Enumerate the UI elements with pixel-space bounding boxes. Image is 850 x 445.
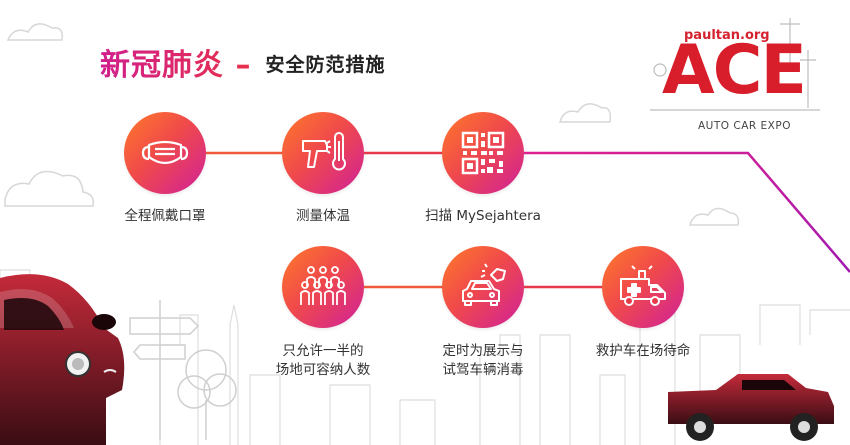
- step-temperature-label: 测量体温: [296, 208, 350, 224]
- red-pickup-truck: [668, 374, 834, 441]
- tree: [177, 349, 237, 440]
- ace-logo: paultan.org ACE AUTO CAR EXPO: [640, 10, 830, 135]
- logo-tagline: AUTO CAR EXPO: [698, 120, 791, 132]
- step-capacity-label-line2: 场地可容纳人数: [275, 362, 371, 378]
- page-title: 新冠肺炎 – 安全防范措施: [100, 40, 385, 84]
- step-sanitize-label-line1: 定时为展示与: [442, 343, 524, 359]
- ambulance-icon: [620, 265, 666, 306]
- signpost: [129, 300, 200, 440]
- step-sanitize-label: 定时为展示与 试驾车辆消毒: [416, 342, 550, 380]
- thermometer-gun-icon: [302, 132, 346, 171]
- face-mask-icon: [141, 140, 189, 165]
- step-sanitize-label-line2: 试驾车辆消毒: [442, 362, 524, 378]
- logo-decoration: [650, 18, 820, 111]
- step-sanitize: [442, 246, 524, 328]
- red-car: [0, 274, 125, 445]
- car-sanitize-icon: [462, 263, 506, 306]
- step-capacity-label: 只允许一半的 场地可容纳人数: [256, 342, 390, 380]
- crowd-icon: [300, 266, 346, 305]
- step-mask-label: 全程佩戴口罩: [124, 208, 206, 224]
- step-mask: [124, 112, 206, 194]
- title-sub: 安全防范措施: [265, 54, 386, 76]
- qr-code-icon: [461, 131, 505, 175]
- cloud-icon: [4, 23, 740, 226]
- step-ambulance: [602, 246, 684, 328]
- step-qr: [442, 112, 524, 194]
- step-qr-label: 扫描 MySejahtera: [425, 208, 541, 224]
- logo-wordmark: ACE: [662, 31, 807, 110]
- step-ambulance-label: 救护车在场待命: [595, 343, 691, 359]
- logo-site: paultan.org: [684, 28, 770, 43]
- connector-path: [206, 151, 850, 289]
- step-capacity: [282, 246, 364, 328]
- step-capacity-label-line1: 只允许一半的: [282, 343, 364, 359]
- title-main: 新冠肺炎 –: [100, 48, 252, 83]
- step-temperature: [282, 112, 364, 194]
